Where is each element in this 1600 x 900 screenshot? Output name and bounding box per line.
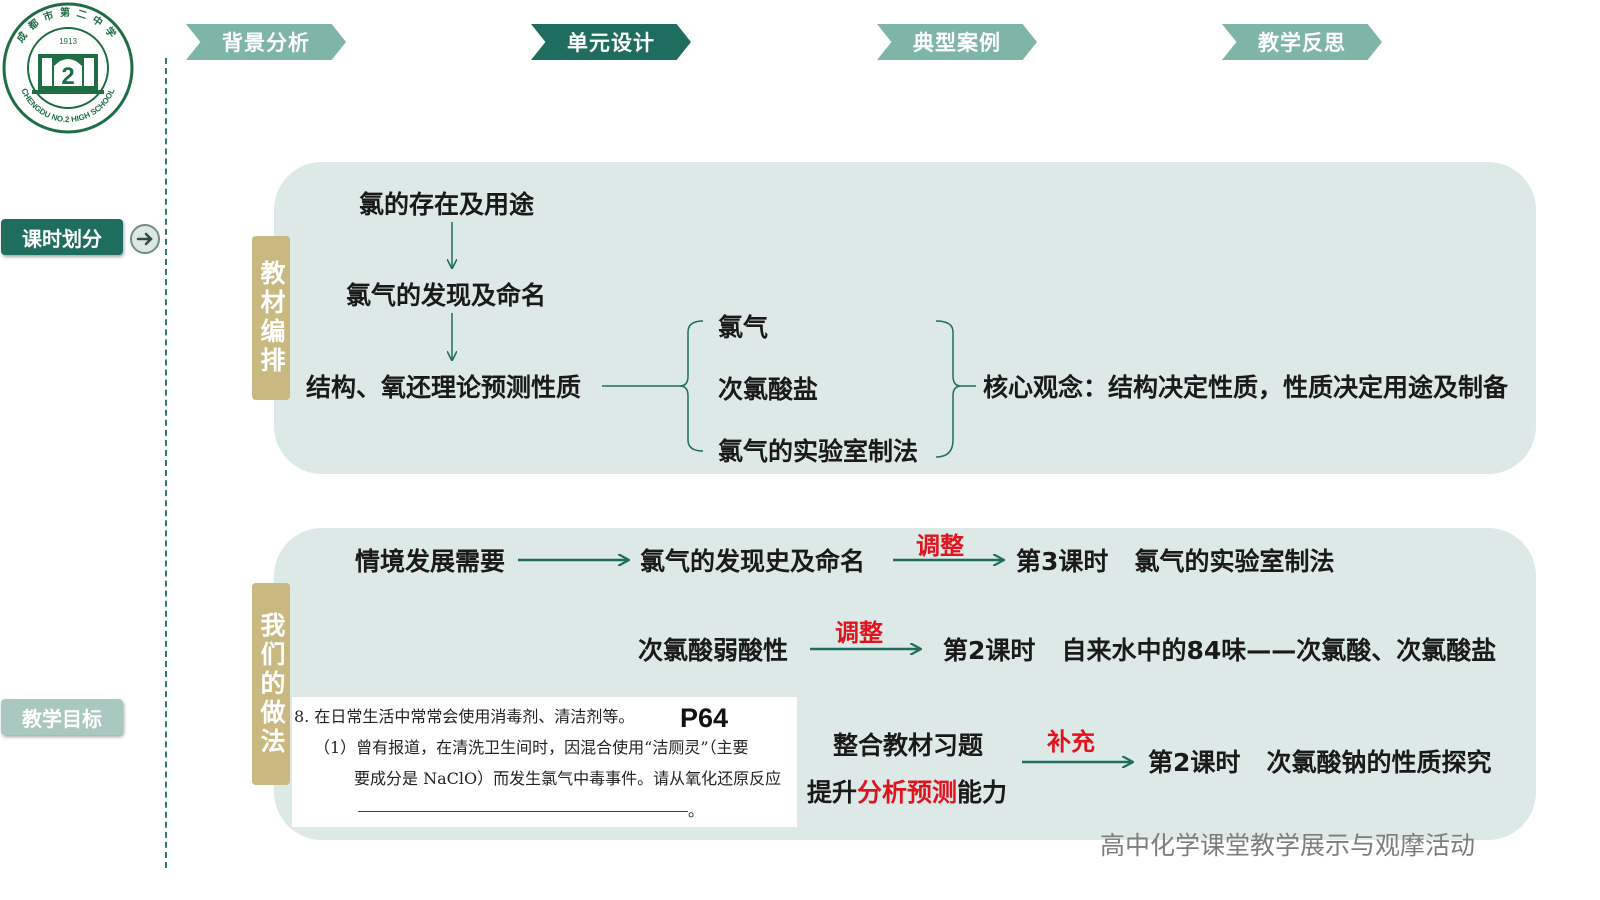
- school-logo: 成都市第二中学 CHENGDU NO.2 HIGH SCHOOL 1913 2: [2, 2, 134, 134]
- row3-source-line2: 提升分析预测能力: [807, 773, 1007, 809]
- flow-step-chlorine-existence: 氯的存在及用途: [359, 190, 535, 219]
- textbook-excerpt: 8. 在日常生活中常常会使用消毒剂、清洁剂等。 P64 （1）曾有报道，在清洗卫…: [292, 697, 797, 827]
- branch-lab-preparation: 氯气的实验室制法: [718, 437, 919, 466]
- logo-year: 1913: [59, 37, 77, 46]
- flow-step-structure-prediction: 结构、氧还理论预测性质: [306, 373, 582, 402]
- row2-result: 第2课时 自来水中的84味——次氯酸、次氯酸盐: [943, 636, 1497, 665]
- textbook-arrangement-panel: [274, 162, 1536, 474]
- arrow-right-icon[interactable]: [130, 224, 160, 254]
- flow-step-chlorine-discovery: 氯气的发现及命名: [346, 281, 547, 310]
- row1-source: 情境发展需要: [355, 547, 506, 576]
- excerpt-answer-blank: [358, 811, 688, 812]
- nav-tab-teaching-reflection[interactable]: 教学反思: [1222, 24, 1382, 60]
- row1-middle: 氯气的发现史及命名: [640, 547, 866, 576]
- nav-tab-unit-design[interactable]: 单元设计: [531, 24, 691, 60]
- nav-tab-typical-cases[interactable]: 典型案例: [877, 24, 1037, 60]
- row1-result: 第3课时 氯气的实验室制法: [1016, 547, 1335, 576]
- row2-source: 次氯酸弱酸性: [638, 636, 789, 665]
- branch-chlorine: 氯气: [718, 313, 769, 342]
- row1-adjust-tag: 调整: [916, 532, 964, 560]
- row3-result: 第2课时 次氯酸钠的性质探究: [1148, 748, 1492, 777]
- core-concept: 核心观念：结构决定性质，性质决定用途及制备: [983, 373, 1509, 402]
- row3-supplement-tag: 补充: [1047, 728, 1095, 756]
- row3-source-highlight: 分析预测: [857, 778, 958, 807]
- row3-source-prefix: 提升: [807, 778, 858, 807]
- excerpt-line1: 8. 在日常生活中常常会使用消毒剂、清洁剂等。: [294, 707, 635, 726]
- row2-adjust-tag: 调整: [835, 619, 883, 647]
- svg-text:2: 2: [61, 63, 74, 90]
- row3-source-line1: 整合教材习题: [833, 731, 984, 760]
- teaching-goal-button[interactable]: 教学目标: [1, 699, 123, 735]
- excerpt-line3: 要成分是 NaClO）而发生氯气中毒事件。请从氧化还原反应: [354, 769, 782, 788]
- lesson-division-button[interactable]: 课时划分: [1, 219, 123, 255]
- footer-caption: 高中化学课堂教学展示与观摩活动: [1099, 831, 1475, 860]
- excerpt-line4-end: 。: [688, 801, 705, 820]
- our-approach-label: 我们的做法: [252, 583, 290, 785]
- excerpt-line2: （1）曾有报道，在清洗卫生间时，因混合使用“洁厕灵”（主要: [314, 738, 749, 757]
- dashed-divider: [165, 58, 167, 868]
- branch-hypochlorite: 次氯酸盐: [718, 375, 819, 404]
- excerpt-page-number: P64: [680, 703, 729, 733]
- row3-source-suffix: 能力: [957, 778, 1008, 807]
- textbook-arrangement-label: 教材编排: [252, 236, 290, 400]
- nav-tab-background-analysis[interactable]: 背景分析: [186, 24, 346, 60]
